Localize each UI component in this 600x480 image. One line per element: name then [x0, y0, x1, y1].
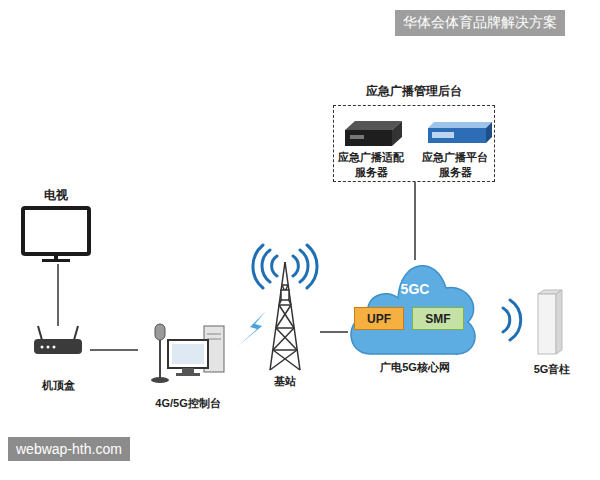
connector-line [414, 182, 416, 260]
node-label: SMF [413, 312, 463, 328]
connector-line [320, 331, 348, 333]
node-label: 电视 [16, 188, 96, 204]
node-label: 4G/5G控制台 [138, 396, 238, 410]
node-label: 机顶盒 [26, 378, 90, 392]
server-node: 应急广播平台服务器 [420, 120, 490, 180]
tower-icon [270, 262, 300, 370]
function-box: UPF [354, 307, 404, 330]
server-node: 应急广播适配服务器 [336, 116, 406, 180]
wireless-bolt [238, 311, 266, 346]
function-box: SMF [412, 307, 464, 330]
node-label: 基站 [250, 374, 320, 388]
console-icon [151, 324, 224, 383]
settop-icon [34, 326, 82, 354]
node-label: 应急广播适配服务器 [336, 150, 406, 180]
watermark: webwap-hth.com [8, 437, 130, 461]
group-heading: 应急广播管理后台 [334, 84, 494, 100]
speaker-node: 5G音柱 [518, 284, 586, 376]
settop-node: 机顶盒 [26, 326, 90, 392]
node-label: UPF [355, 312, 403, 328]
tv-node: 电视 [16, 188, 96, 264]
management-group: 应急广播管理后台应急广播适配服务器应急广播平台服务器 [333, 105, 495, 182]
server-icon [345, 121, 492, 146]
console-node: 4G/5G控制台 [138, 318, 238, 410]
banner-text: 华体会体育品牌解决方案 [395, 10, 565, 36]
node-label: 广电5G核心网 [348, 360, 482, 374]
connector-line [90, 349, 138, 351]
core-network-cloud: 5GC 广电5G核心网 UPF SMF [348, 260, 482, 376]
radio-waves [503, 300, 521, 340]
speaker-icon [538, 290, 562, 354]
node-label: 5G音柱 [518, 362, 586, 376]
base-station: 基站 [250, 246, 320, 388]
radio-waves [253, 245, 317, 288]
tv-icon [23, 208, 89, 262]
node-label: 5GC [348, 280, 482, 298]
connector-line [57, 264, 59, 326]
node-label: 应急广播平台服务器 [420, 150, 490, 180]
